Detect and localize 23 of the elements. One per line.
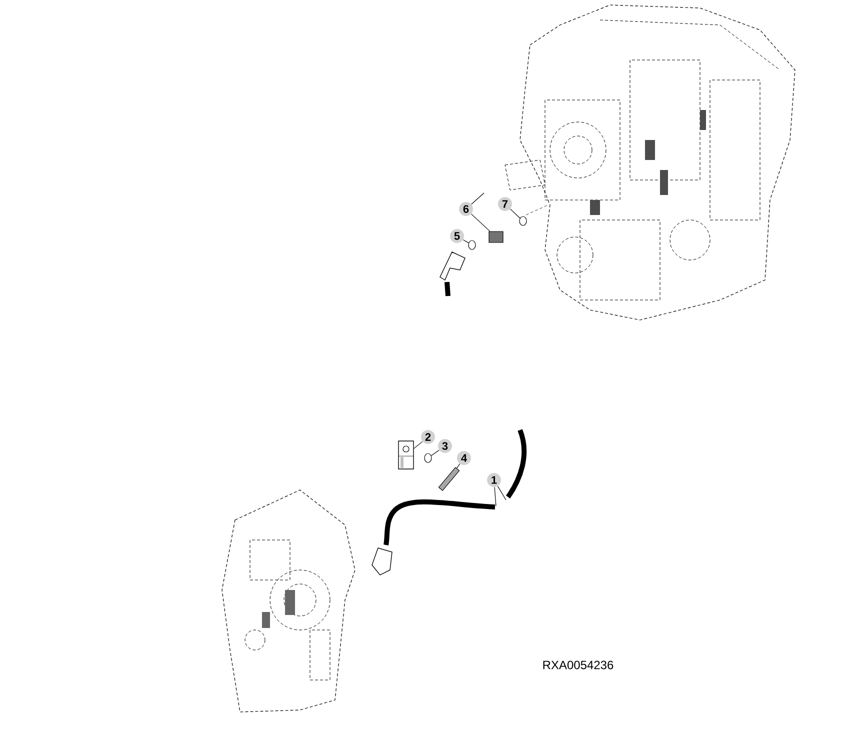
o-ring [519, 216, 527, 226]
callout-number: 1 [487, 473, 501, 487]
leader-line [470, 214, 490, 232]
callout-number: 2 [421, 430, 435, 444]
leader-line [510, 208, 520, 218]
callout-number: 3 [438, 439, 452, 453]
callout-number: 5 [450, 229, 464, 243]
leader-line [462, 239, 469, 244]
leader-line [431, 450, 440, 456]
o-ring [424, 453, 432, 463]
adapter-fitting [488, 231, 504, 243]
bolt [438, 467, 460, 491]
hose-clip [398, 440, 414, 470]
leader-line [456, 464, 460, 468]
o-ring [468, 240, 476, 250]
leader-line [471, 192, 484, 205]
callout-number: 7 [498, 197, 512, 211]
leader-line [414, 441, 423, 449]
callout-number: 4 [457, 451, 471, 465]
leader-line [497, 486, 506, 500]
drawing-number: RXA0054236 [543, 660, 614, 670]
callout-number: 6 [459, 202, 473, 216]
leader-line [494, 486, 496, 506]
